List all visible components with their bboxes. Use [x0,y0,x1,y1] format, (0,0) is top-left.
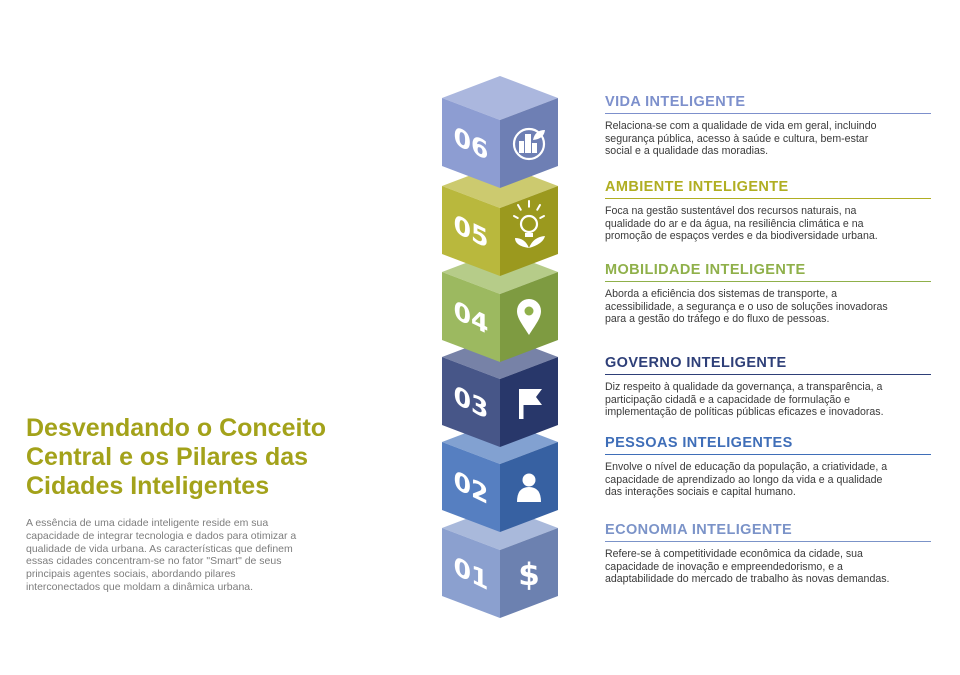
intro-paragraph: A essência de uma cidade inteligente res… [26,517,297,593]
person-icon [517,473,541,502]
cube-left-face [442,186,500,276]
pillar-description: Aborda a eficiência dos sistemas de tran… [605,288,888,326]
pillar-title: GOVERNO INTELIGENTE [605,355,931,375]
pillar-06: VIDA INTELIGENTE Relaciona-se com a quali… [605,94,931,158]
svg-text:$: $ [518,557,540,593]
pillar-description: Envolve o nível de educação da população… [605,461,888,499]
pillar-title: VIDA INTELIGENTE [605,94,931,114]
page-heading: Desvendando o Conceito Central e os Pila… [26,414,327,500]
pillar-description: Relaciona-se com a qualidade de vida em … [605,120,877,158]
pillar-description: Diz respeito à qualidade da governança, … [605,381,884,419]
dollar-icon: $ [518,557,540,593]
pillar-description: Refere-se à competitividade econômica da… [605,548,890,586]
pillar-02: PESSOAS INTELIGENTES Envolve o nível de e… [605,435,931,499]
cube-left-face [442,357,500,447]
pillar-01: ECONOMIA INTELIGENTE Refere-se à competit… [605,522,931,586]
lightbulb-leaf-icon [513,200,545,248]
cube-left-face [442,98,500,188]
pillar-03: GOVERNO INTELIGENTE Diz respeito à qualid… [605,355,931,419]
city-leaf-icon [512,127,546,161]
cube-left-face [442,272,500,362]
pillar-title: ECONOMIA INTELIGENTE [605,522,931,542]
pillar-04: MOBILIDADE INTELIGENTE Aborda a eficiênci… [605,262,931,326]
cube-left-face [442,528,500,618]
flag-icon [519,389,542,419]
cube-right-face [500,528,558,618]
cube-left-face [442,442,500,532]
cube-06: 06 [442,76,558,188]
pillar-05: AMBIENTE INTELIGENTE Foca na gestão suste… [605,179,931,243]
map-pin-icon [517,299,541,335]
pillar-description: Foca na gestão sustentável dos recursos … [605,205,878,243]
pillar-title: PESSOAS INTELIGENTES [605,435,931,455]
pillar-title: MOBILIDADE INTELIGENTE [605,262,931,282]
pillar-title: AMBIENTE INTELIGENTE [605,179,931,199]
